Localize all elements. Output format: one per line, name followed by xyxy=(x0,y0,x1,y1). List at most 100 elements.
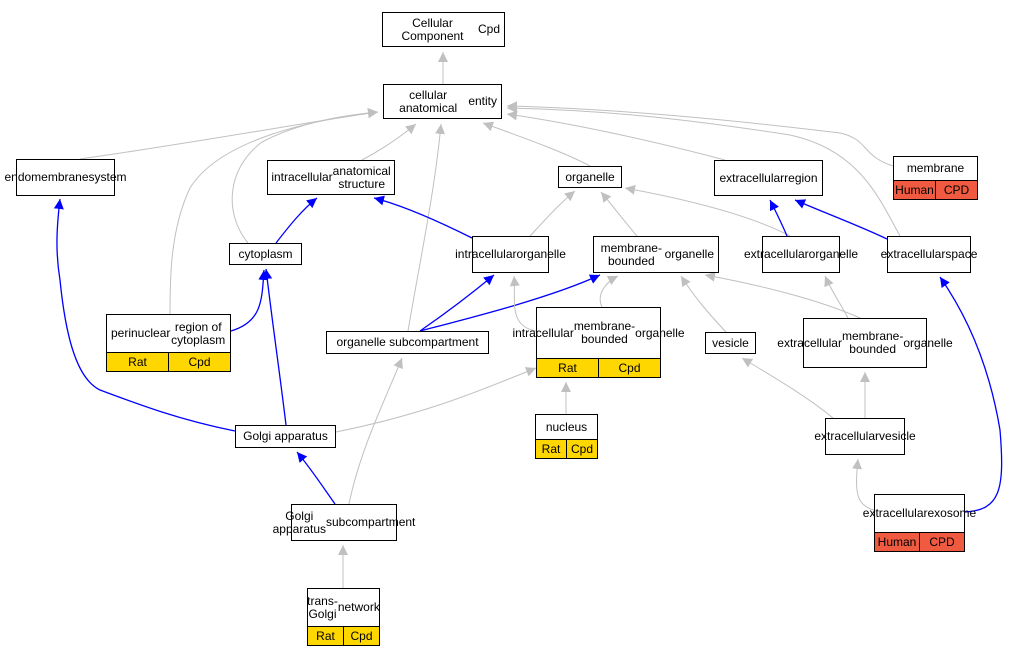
edge-embo-to-extorg xyxy=(824,275,849,319)
annotation-cell-rat: Rat xyxy=(537,359,598,377)
edge-imbo-to-intorg xyxy=(509,275,537,332)
edge-ias-to-cae xyxy=(361,123,417,161)
node-label-line: anatomical structure xyxy=(332,163,391,191)
node-label-line: organelle xyxy=(903,335,953,350)
node-vesicle[interactable]: vesicle xyxy=(705,332,756,354)
annotation-cell-cpd: Cpd xyxy=(598,359,660,377)
node-label-line: region of cytoplasm xyxy=(171,319,226,347)
edge-exosome-to-extves xyxy=(852,458,875,511)
edge-orgsub-to-cae xyxy=(407,123,446,332)
node-label: Golgi apparatus xyxy=(236,426,335,447)
edge-extreg-to-cae xyxy=(506,110,726,161)
edge-golgisub-to-golgi xyxy=(296,451,336,505)
node-label: cellular anatomical entity xyxy=(384,85,501,118)
node-label-line: entity xyxy=(468,94,497,108)
edge-cytoplasm-to-ias xyxy=(275,197,318,244)
node-label-line: perinuclear xyxy=(111,326,171,340)
node-label-line: organelle xyxy=(516,247,566,261)
node-label-line: cytoplasm xyxy=(238,246,293,261)
node-label: organelle subcompartment xyxy=(327,332,488,353)
node-label-line: organelle subcompartment xyxy=(336,335,479,349)
node-label-line: organelle xyxy=(565,169,615,184)
edge-orgsub-to-intorg xyxy=(419,274,495,332)
node-label-line: extracellular xyxy=(743,247,809,261)
node-label-line: membrane xyxy=(906,161,965,175)
edge-intorg-to-ias xyxy=(373,195,473,239)
node-label-line: organelle xyxy=(664,247,714,261)
edge-extspace-to-extreg xyxy=(794,199,888,240)
node-label-line: subcompartment xyxy=(326,515,416,529)
annotation-cell-cpd: Cpd xyxy=(566,440,597,458)
node-label-line: exosome xyxy=(927,506,977,520)
node-label-line: region xyxy=(784,170,818,185)
node-label-line: extracellular xyxy=(862,506,928,520)
node-label-line: system xyxy=(88,170,127,184)
node-label-line: cellular anatomical xyxy=(399,87,458,115)
node-cae[interactable]: cellular anatomical entity xyxy=(383,84,502,119)
edge-golgi-to-cytoplasm xyxy=(262,268,287,426)
annotation-cell-cpd: CPD xyxy=(935,181,977,199)
node-label: cytoplasm xyxy=(230,244,301,264)
node-orgsub[interactable]: organelle subcompartment xyxy=(326,331,489,354)
edge-perinuc-to-cae xyxy=(169,108,379,315)
edge-orgsub-to-mbo xyxy=(419,274,601,332)
annotation-cell-rat: Rat xyxy=(536,440,566,458)
node-label-line: extracellular xyxy=(814,429,880,443)
node-label-line: extracellular xyxy=(719,170,785,185)
edge-extorg-to-organelle xyxy=(624,184,791,237)
edge-exosome-to-extspace xyxy=(939,276,1003,513)
node-label-line: Golgi apparatus xyxy=(243,429,328,443)
edge-extves-to-vesicle xyxy=(741,357,834,419)
annotation-cell-cpd: Cpd xyxy=(343,627,379,645)
node-label-line: trans-Golgi xyxy=(307,593,338,621)
node-golgi[interactable]: Golgi apparatus xyxy=(235,425,336,448)
node-organelle[interactable]: organelle xyxy=(558,166,622,188)
node-label: nucleus xyxy=(536,415,597,439)
node-label-line: extracellular xyxy=(777,335,842,350)
node-label: membrane xyxy=(894,157,977,180)
annotation-cell-rat: Rat xyxy=(308,627,343,645)
node-label-line: organelle xyxy=(635,325,685,340)
node-label-line: vesicle xyxy=(712,335,749,350)
node-label-line: endomembrane xyxy=(4,170,89,184)
node-label-line: intracellular xyxy=(271,170,333,184)
node-cytoplasm[interactable]: cytoplasm xyxy=(229,243,302,265)
node-label-line: organelle xyxy=(808,247,859,261)
edge-layer xyxy=(53,52,1003,588)
annotation-cell-human: Human xyxy=(875,533,919,551)
